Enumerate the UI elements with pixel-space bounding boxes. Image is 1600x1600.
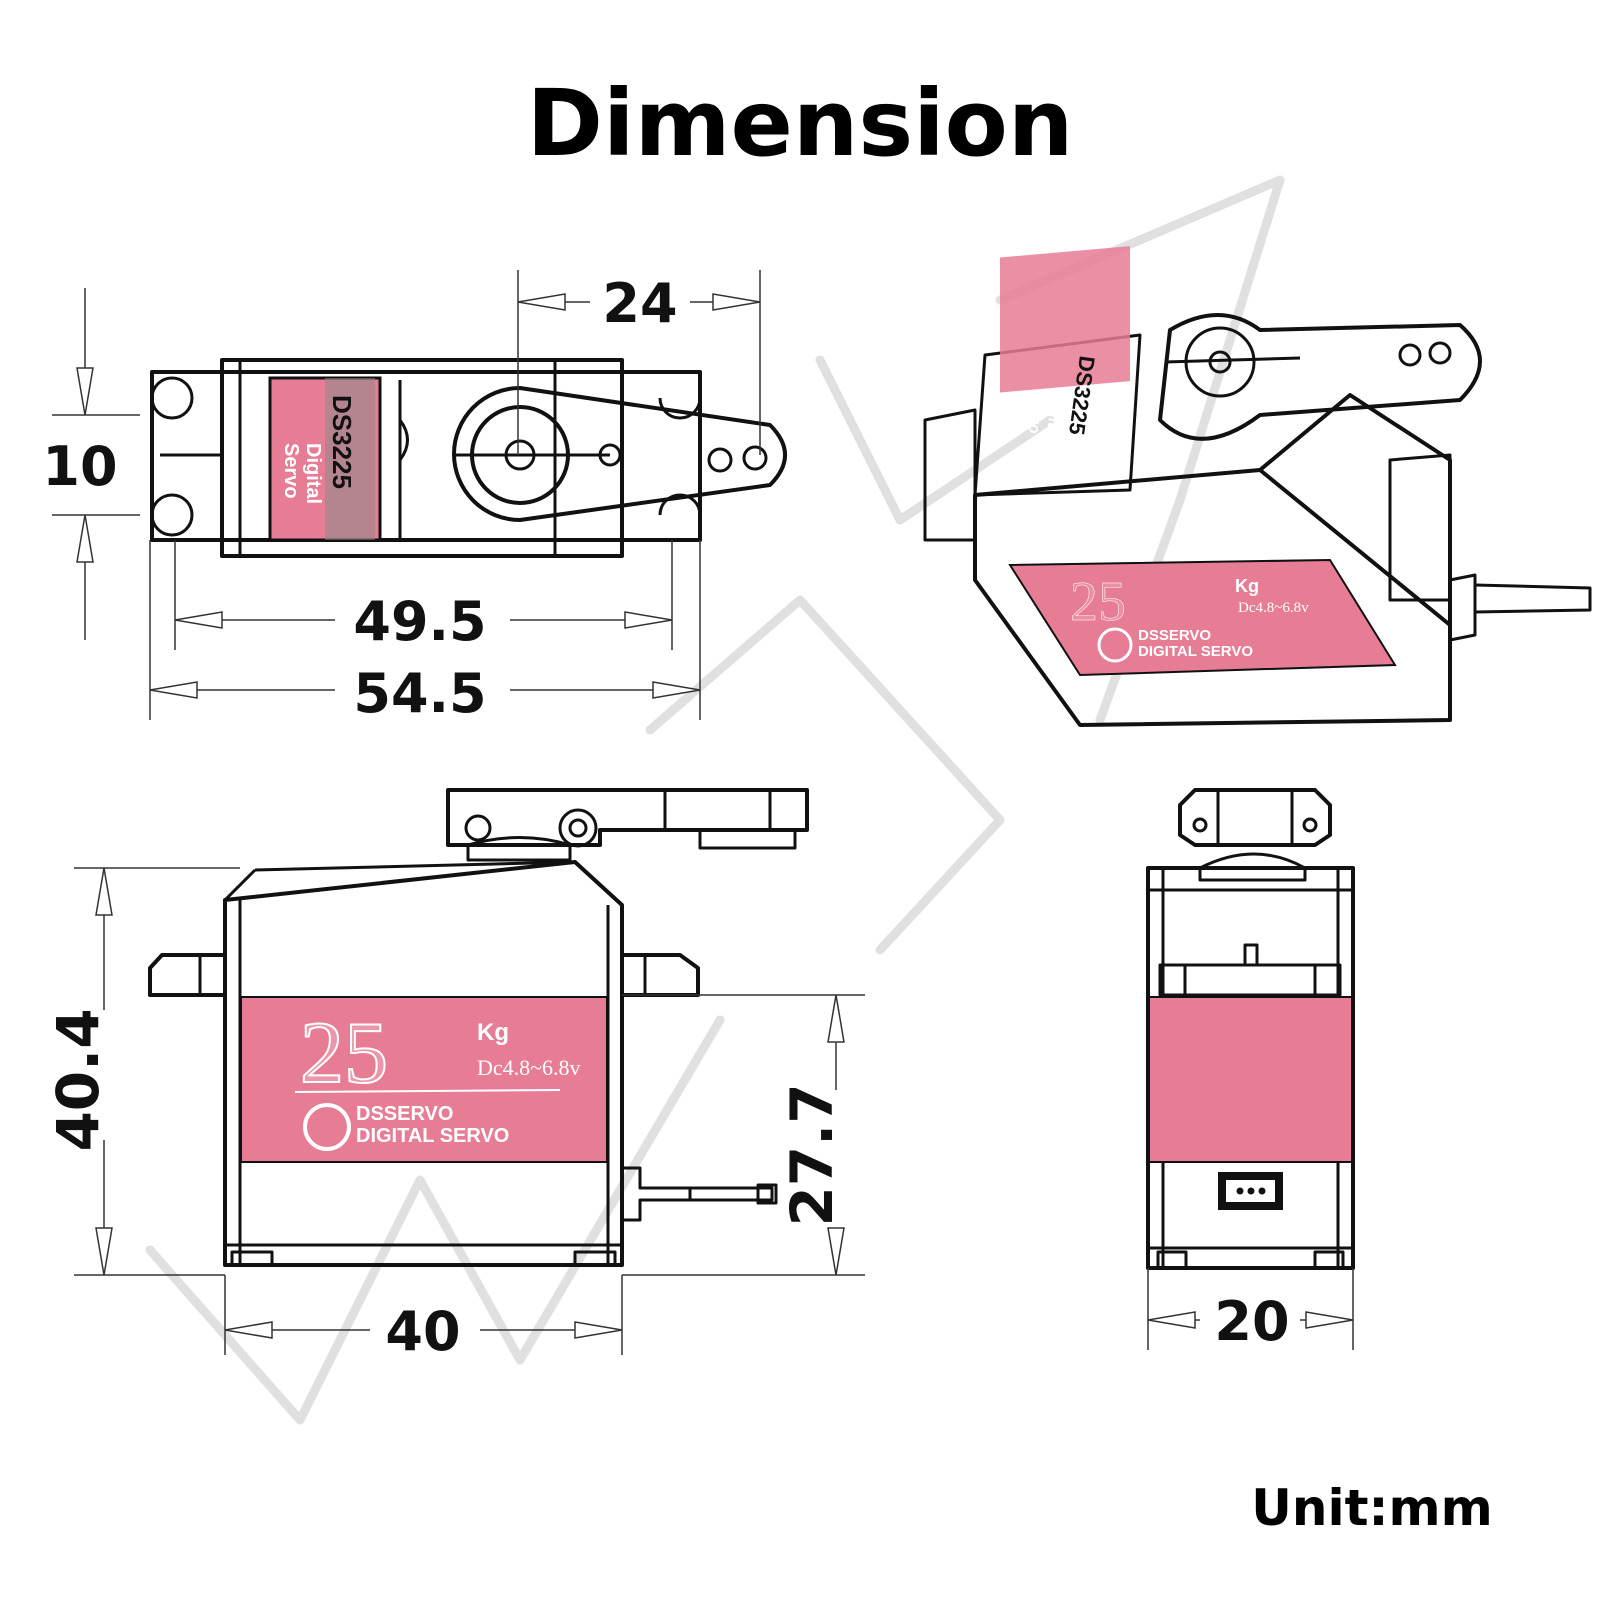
top-brand-1: Digital [302,443,324,504]
top-brand-2: Servo [280,443,302,499]
page-title: Dimension [527,70,1074,177]
side-view: 25 Kg Dc4.8~6.8v DSSERVO DIGITAL SERVO 4… [44,788,865,1363]
dim-20: 20 [1214,1290,1289,1353]
iso-brand-2: Servo [1025,388,1048,435]
right-upper-notch [658,397,702,420]
side-torque-unit: Kg [477,1019,509,1046]
dim-49-5: 49.5 [353,590,486,653]
left-upper-notch [150,376,194,420]
top-body [220,358,624,558]
iso-label [1008,558,1397,677]
top-view: DS3225 Digital Servo 24 10 [42,270,787,725]
iso-maker-sub: DIGITAL SERVO [1138,643,1253,660]
dim-24: 24 [602,272,677,335]
side-voltage: Dc4.8~6.8v [477,1055,581,1080]
side-maker-sub: DIGITAL SERVO [356,1125,509,1147]
iso-voltage: Dc4.8~6.8v [1238,600,1309,616]
iso-maker: DSSERVO [1138,627,1211,644]
side-torque: 25 [300,1005,388,1102]
iso-brand-1: Digital [1042,391,1066,442]
front-view: 20 [1146,788,1355,1353]
dim-40-4: 40.4 [44,1008,112,1151]
unit-label: Unit:mm [1251,1479,1492,1537]
dim-40: 40 [385,1300,460,1363]
front-label [1148,996,1353,1163]
side-maker: DSSERVO [356,1103,453,1125]
dim-27-7: 27.7 [778,1083,846,1226]
top-model: DS3225 [327,395,357,489]
dim-54-5: 54.5 [353,662,486,725]
iso-torque-unit: Kg [1235,576,1259,596]
left-lower-notch [150,493,194,537]
top-flange [150,370,702,542]
top-horn [452,386,787,522]
right-lower-notch [658,493,702,516]
iso-torque: 25 [1070,571,1126,633]
side-label [240,996,608,1163]
isometric-view: 25 Kg Dc4.8~6.8v DSSERVO DIGITAL SERVO D… [923,246,1592,727]
dim-10: 10 [42,435,117,498]
